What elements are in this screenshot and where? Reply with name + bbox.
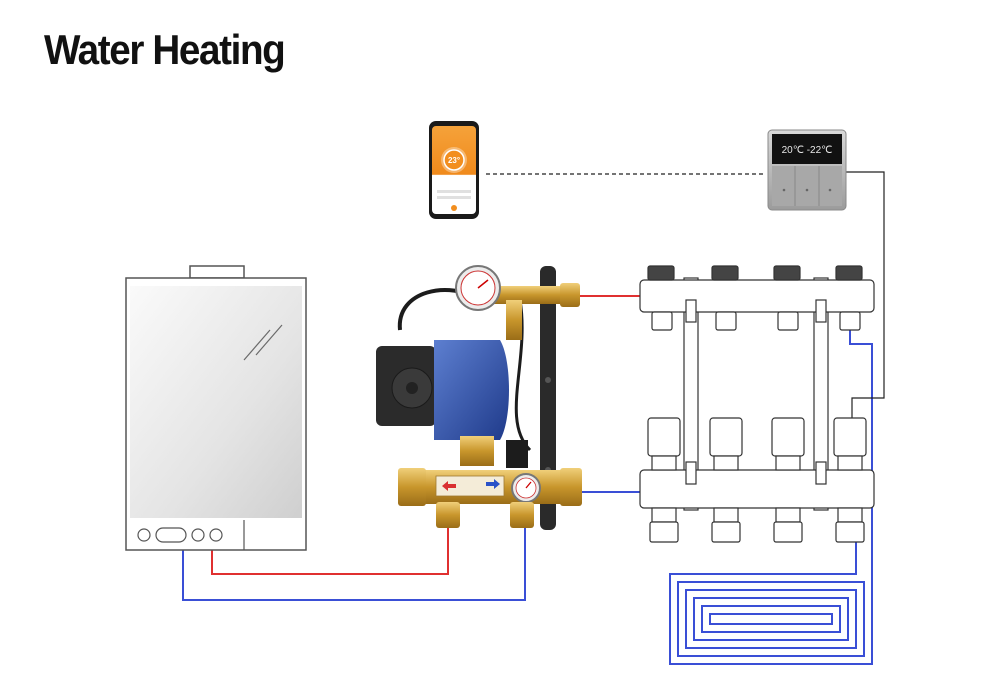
boiler	[125, 265, 307, 551]
underfloor-manifold	[639, 265, 875, 543]
return-pipe	[182, 328, 873, 665]
flow-meter-caps	[647, 265, 863, 331]
page-title: Water Heating	[44, 26, 286, 73]
pump-mixing-station	[376, 265, 582, 530]
thermostat-wire	[846, 171, 885, 418]
wall-thermostat: 20℃ -22℃	[767, 129, 847, 211]
floor-heating-loop	[677, 581, 865, 657]
thermostat-display: 20℃ -22℃	[782, 145, 833, 156]
loop-fittings	[649, 507, 865, 543]
actuator-heads	[647, 417, 867, 471]
supply-pipe	[211, 295, 640, 575]
phone-temperature-label: 23°	[448, 156, 460, 165]
smartphone: 23°	[429, 121, 479, 219]
